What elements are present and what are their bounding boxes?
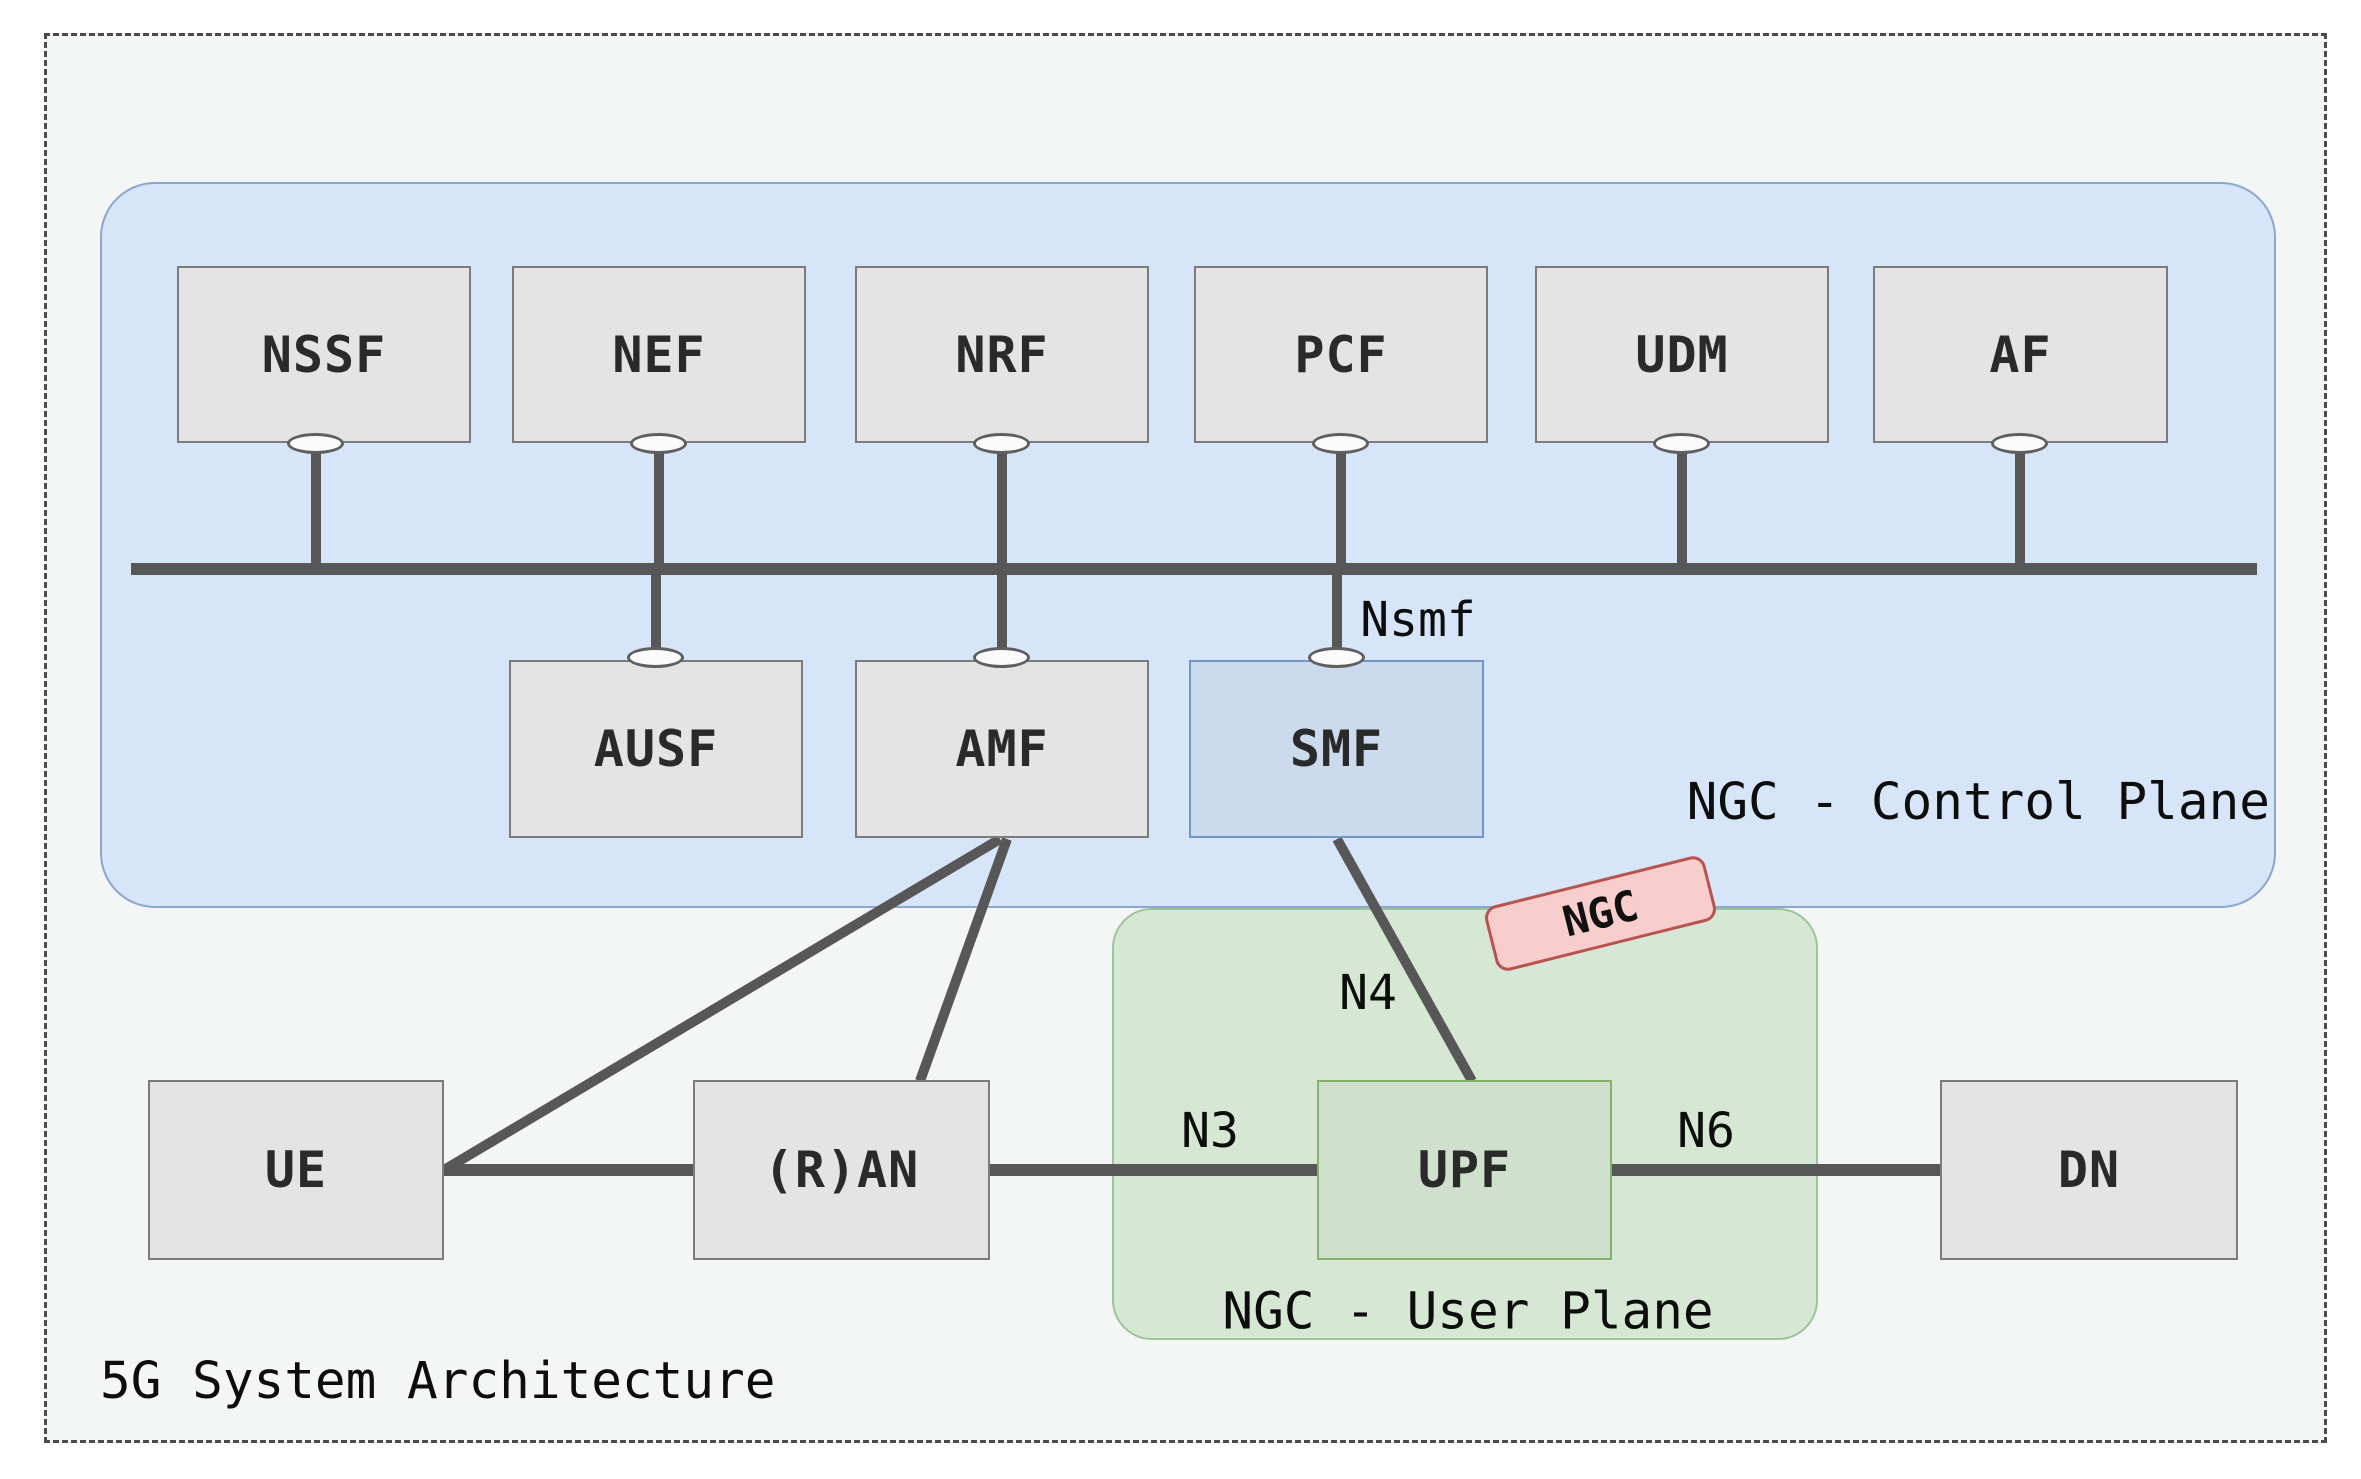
port-af xyxy=(1991,433,2048,454)
port-ausf xyxy=(627,647,684,668)
node-nssf-label: NSSF xyxy=(261,325,387,384)
port-amf xyxy=(973,647,1030,668)
node-udm-label: UDM xyxy=(1635,325,1729,384)
node-smf: SMF xyxy=(1189,660,1484,838)
node-amf: AMF xyxy=(855,660,1149,838)
node-ue-label: UE xyxy=(264,1141,328,1199)
node-dn: DN xyxy=(1940,1080,2238,1260)
node-nrf: NRF xyxy=(855,266,1149,443)
port-udm xyxy=(1653,433,1710,454)
port-nef xyxy=(630,433,687,454)
port-nrf xyxy=(973,433,1030,454)
node-nrf-label: NRF xyxy=(955,325,1049,384)
link-ue-amf xyxy=(441,834,1003,1175)
node-upf: UPF xyxy=(1317,1080,1612,1260)
node-ausf-label: AUSF xyxy=(593,720,719,778)
node-dn-label: DN xyxy=(2057,1141,2121,1199)
node-pcf: PCF xyxy=(1194,266,1488,443)
node-smf-label: SMF xyxy=(1289,720,1384,778)
node-pcf-label: PCF xyxy=(1294,325,1388,384)
ngc-badge-label: NGC xyxy=(1557,880,1644,947)
node-ue: UE xyxy=(148,1080,444,1260)
link-smf-upf-n4 xyxy=(1332,836,1477,1084)
port-smf xyxy=(1308,647,1365,668)
node-af: AF xyxy=(1873,266,2168,443)
node-ran: (R)AN xyxy=(693,1080,990,1260)
node-nef: NEF xyxy=(512,266,806,443)
port-pcf xyxy=(1312,433,1369,454)
interface-label-n3: N3 xyxy=(1181,1103,1239,1159)
control-plane-label: NGC - Control Plane xyxy=(1686,773,2270,832)
node-nssf: NSSF xyxy=(177,266,471,443)
node-af-label: AF xyxy=(1989,325,2052,384)
interface-label-n4: N4 xyxy=(1339,965,1397,1021)
node-ausf: AUSF xyxy=(509,660,803,838)
node-upf-label: UPF xyxy=(1417,1141,1512,1199)
node-amf-label: AMF xyxy=(955,720,1049,778)
diagram-title: 5G System Architecture xyxy=(100,1352,776,1411)
link-ran-amf xyxy=(915,837,1012,1083)
node-nef-label: NEF xyxy=(612,325,706,384)
node-udm: UDM xyxy=(1535,266,1829,443)
node-ran-label: (R)AN xyxy=(763,1141,920,1199)
user-plane-label: NGC - User Plane xyxy=(1222,1282,1714,1342)
interface-label-n6: N6 xyxy=(1677,1103,1735,1159)
port-nssf xyxy=(287,433,344,454)
interface-label-nsmf: Nsmf xyxy=(1360,592,1476,648)
